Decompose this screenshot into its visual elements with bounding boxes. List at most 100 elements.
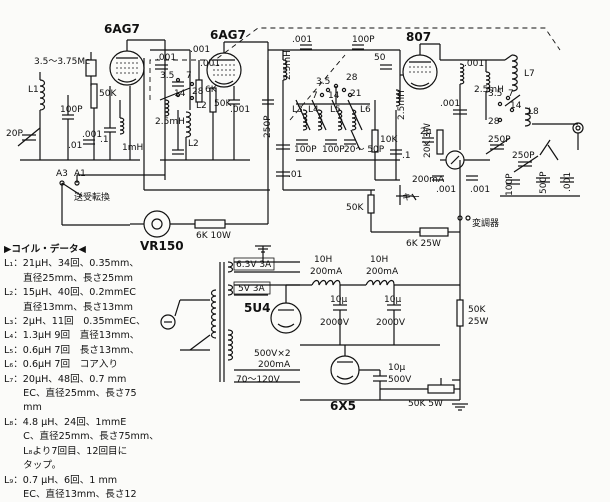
heater-winding-box — [233, 257, 275, 271]
label-6k-25w: 6K 25W — [406, 239, 441, 249]
label-key: キー — [402, 193, 420, 203]
label-l1: L1 — [28, 85, 39, 95]
label-001-j: .001 — [563, 172, 573, 192]
label-250p-c: 250P — [512, 151, 535, 161]
label-001-a: .001 — [82, 130, 102, 140]
label-100p-top: 100P — [352, 35, 375, 45]
label-sw3-35: 3.5 — [488, 89, 502, 99]
transmitter-schematic: 6AG7 6AG7 807 — [6, 22, 584, 413]
label-20-50p: 20〜 50P — [344, 145, 385, 155]
tube-6ag7-oscillator — [109, 40, 145, 86]
label-001-h: .001 — [436, 185, 456, 195]
label-63v: 6.3V 3A — [236, 260, 272, 270]
coil-data-row: L₃：2μH、11回 0.35mmEC、 — [4, 316, 146, 328]
label-l8: L8 — [528, 107, 539, 117]
coil-data-heading: ▶コイル・データ◀ — [4, 244, 86, 255]
coil-data-row: L₈：4.8 μH、24回、1mmE — [4, 416, 127, 428]
label-01-b: .01 — [288, 170, 302, 180]
label-sw-7: 7 — [186, 71, 192, 81]
label-500v-c: 500V — [388, 375, 412, 385]
label-1: .1 — [100, 135, 109, 145]
label-50: 50 — [374, 53, 386, 63]
buffer-wiring — [159, 41, 274, 161]
label-2000v-a: 2000V — [320, 318, 350, 328]
label-001-top: .001 — [292, 35, 312, 45]
label-sw-28: 28 — [192, 87, 204, 97]
label-70-120: 70〜120V — [236, 375, 281, 385]
label-sw-35: 3.5 — [160, 71, 174, 81]
coil-data-row: mm — [4, 402, 42, 414]
label-10k: 10K — [380, 135, 398, 145]
coil-data-row: L₇：20μH、48回、0.7 mm — [4, 373, 127, 385]
label-50k-25w-b: 25W — [468, 317, 488, 327]
power-supply-wiring — [160, 245, 468, 411]
coil-data-row: 直径25mm、長さ25mm — [4, 272, 133, 284]
label-001-c: .001 — [190, 45, 210, 55]
label-ch2b: 200mA — [366, 267, 399, 277]
label-l3: L3 — [292, 105, 303, 115]
label-sw3-28: 28 — [488, 117, 500, 127]
label-2u: 2μ — [420, 127, 432, 137]
label-a3: A3 — [56, 169, 68, 179]
label-001-d: .001 — [200, 59, 220, 69]
label-100p-c: 100P — [322, 145, 345, 155]
label-sw2-7: 7 — [312, 91, 318, 101]
label-sw2-14: 14 — [328, 91, 340, 101]
label-100p-a: 100P — [60, 105, 83, 115]
label-6k-a: 6K — [205, 85, 218, 95]
label-sw3-7: 7 — [508, 89, 514, 99]
label-10u-c: 10μ — [388, 363, 405, 373]
tube-807-final — [402, 44, 438, 90]
label-001-i: .001 — [470, 185, 490, 195]
label-l6: L6 — [360, 105, 371, 115]
coil-data-row: L₄：1.3μH 9回 直径13mm、 — [4, 330, 140, 342]
final-tank-wiring — [367, 43, 584, 300]
coil-data-row: L₁：21μH、34回、0.35mm、 — [4, 258, 139, 270]
label-20p: 20P — [6, 129, 23, 139]
label-l2: L2 — [188, 139, 199, 149]
tube2-label: 6AG7 — [210, 28, 246, 42]
label-sw-tr: 送受転換 — [74, 191, 110, 203]
tube-5u4-label: 5U4 — [244, 301, 270, 315]
label-25mh-a: 2.5mH — [155, 117, 185, 127]
label-001-e: .001 — [230, 105, 250, 115]
tube-6x5-label: 6X5 — [330, 399, 356, 413]
label-500v: 500V×2 — [254, 349, 291, 359]
label-25mh-d: 2.5mH — [474, 85, 504, 95]
label-50k-a: 50K — [99, 89, 117, 99]
coil-data-row: タップ。 — [4, 460, 62, 472]
label-250p-b: 250P — [488, 135, 511, 145]
label-001-b: .001 — [156, 53, 176, 63]
label-l7: L7 — [524, 69, 535, 79]
label-5v: 5V 3A — [238, 284, 265, 294]
label-100p-b: 100P — [294, 145, 317, 155]
label-01-a: .01 — [68, 141, 82, 151]
label-6k-10w: 6K 10W — [196, 231, 231, 241]
label-sw3-14: 14 — [510, 101, 522, 111]
label-50k-25w-a: 50K — [468, 305, 486, 315]
coil-data-row: L₈より7回目、12回目に — [4, 445, 128, 457]
label-001-f: .001 — [464, 59, 484, 69]
label-50k-5w: 50K 5W — [408, 399, 443, 409]
label-10u-b: 10μ — [384, 295, 401, 305]
coil-data-row: 直径13mm、長さ13mm — [4, 301, 133, 313]
label-500p: 500P — [539, 171, 549, 194]
label-l4: L4 — [308, 105, 319, 115]
label-ch1b: 200mA — [310, 267, 343, 277]
label-meter: 200mA — [412, 175, 445, 185]
tube3-label: 807 — [406, 30, 431, 44]
coil-data-row: EC、直径13mm、長さ12 — [4, 488, 137, 500]
label-25mh-b: 2.5mH — [283, 50, 293, 80]
label-2000v-b: 2000V — [376, 318, 406, 328]
label-l5: L5 — [330, 105, 341, 115]
coil-data-row: L₂：15μH、40回、0.2mmEC — [4, 287, 137, 299]
label-50k-c: 50K — [346, 203, 364, 213]
label-ch2: 10H — [370, 255, 388, 265]
coil-data-panel: ▶コイル・データ◀ L₁：21μH、34回、0.35mm、 直径25mm、長さ2… — [4, 243, 176, 502]
grid-tank-wiring — [268, 44, 402, 191]
label-l2-top: L2 — [196, 101, 207, 111]
tube-6ag7-buffer — [206, 42, 242, 88]
coil-data-row: L₆：0.6μH 7回 コア入り — [4, 359, 119, 371]
label-mod: 変調器 — [472, 217, 499, 229]
label-sw2-21: 21 — [350, 89, 361, 99]
